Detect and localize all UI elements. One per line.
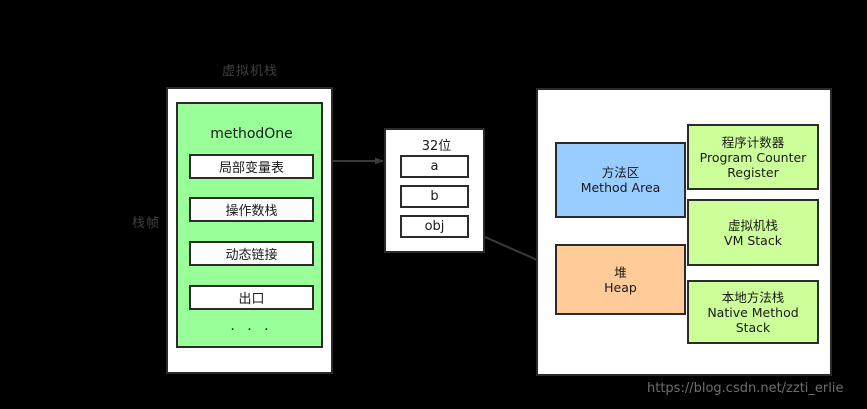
slot-local-variable-table[interactable]: 局部变量表 [189,154,314,179]
watermark: https://blog.csdn.net/zzti_erlie [647,381,844,396]
vm-stack-panel: methodOne 局部变量表 操作数栈 动态链接 出口 . . . [166,87,333,374]
bits-entry-b[interactable]: b [400,185,469,208]
bits-entry-obj[interactable]: obj [400,215,469,238]
method-name-label: methodOne [210,126,293,142]
method-area-label-cn: 方法区 [601,165,640,180]
slot-dynamic-linking[interactable]: 动态链接 [189,241,314,266]
heap-label-cn: 堆 [614,264,627,280]
runtime-box-native-method-stack[interactable]: 本地方法栈 Native Method Stack [687,280,819,344]
runtime-data-area-panel: 方法区 Method Area 堆 Heap 程序计数器 Program Cou… [536,88,832,376]
native-method-stack-label-en2: Stack [735,319,771,335]
pc-register-label-cn: 程序计数器 [721,134,785,150]
bits-entry-a[interactable]: a [400,155,469,178]
vm-stack-caption: 虚拟机栈 [221,64,278,79]
bits-box: 32位 a b obj [384,128,485,253]
slot-exit[interactable]: 出口 [189,285,314,310]
stack-frame-ellipsis: . . . [230,318,273,334]
slot-operand-stack[interactable]: 操作数栈 [189,197,314,222]
runtime-box-program-counter-register[interactable]: 程序计数器 Program Counter Register [687,124,819,190]
vm-stack-label-en: VM Stack [724,232,782,248]
method-area-label-en: Method Area [580,180,661,195]
runtime-box-vm-stack[interactable]: 虚拟机栈 VM Stack [687,199,819,266]
bits-box-title: 32位 [421,139,452,154]
vm-stack-label-cn: 虚拟机栈 [727,217,778,233]
pc-register-label-en2: Register [727,164,779,180]
runtime-box-heap[interactable]: 堆 Heap [555,244,686,315]
stack-frame-caption: 栈帧 [131,216,160,231]
native-method-stack-label-cn: 本地方法栈 [721,289,785,305]
native-method-stack-label-en: Native Method [707,304,799,320]
stack-frame-box: methodOne 局部变量表 操作数栈 动态链接 出口 . . . [176,102,323,348]
heap-label-en: Heap [604,279,637,295]
pc-register-label-en: Program Counter [699,149,807,165]
runtime-box-method-area[interactable]: 方法区 Method Area [555,142,686,218]
